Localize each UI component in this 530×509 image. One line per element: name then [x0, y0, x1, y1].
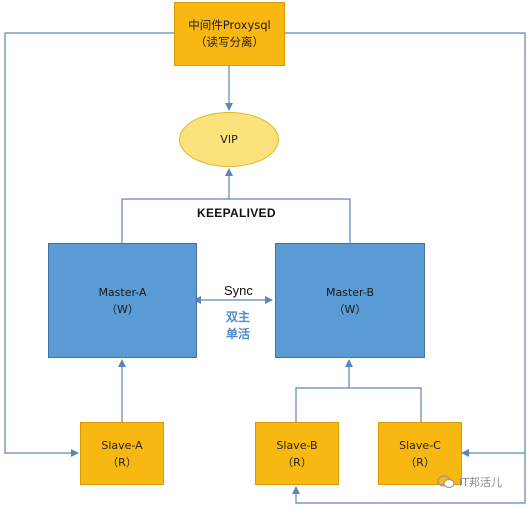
dual-master-label: 双主	[226, 310, 251, 324]
proxysql-subtitle: （读写分离）	[195, 35, 264, 49]
wechat-icon	[437, 475, 455, 489]
proxysql-box: 中间件Proxysql （读写分离）	[174, 2, 285, 66]
master-a-box: Master-A （W）	[48, 243, 197, 358]
vip-node: VIP	[179, 112, 279, 167]
master-b-mode: （W）	[333, 302, 367, 316]
keepalived-connector	[121, 198, 351, 243]
slave-a-box: Slave-A （R）	[80, 422, 164, 485]
slave-b-box: Slave-B （R）	[255, 422, 339, 485]
slave-c-box: Slave-C （R）	[378, 422, 462, 485]
proxysql-to-slave-a-route	[4, 32, 174, 457]
slave-b-title: Slave-B	[276, 438, 318, 452]
proxysql-to-slave-b-route	[292, 453, 526, 504]
watermark-text: IT邦活儿	[459, 476, 502, 489]
master-a-mode: （W）	[106, 302, 139, 316]
proxysql-title: 中间件Proxysql	[188, 18, 271, 32]
master-b-title: Master-B	[326, 285, 374, 299]
master-a-title: Master-A	[98, 285, 147, 299]
slave-c-mode: （R）	[405, 455, 435, 469]
slave-b-mode: （R）	[282, 455, 312, 469]
slave-a-title: Slave-A	[101, 438, 143, 452]
watermark: IT邦活儿	[437, 474, 502, 490]
single-active-label: 单活	[226, 327, 251, 341]
keepalived-label: KEEPALIVED	[197, 206, 276, 220]
proxysql-to-slave-c-route	[285, 32, 526, 457]
vip-label: VIP	[220, 133, 238, 146]
sync-label: Sync	[224, 283, 253, 298]
slave-a-mode: （R）	[107, 455, 137, 469]
slave-c-title: Slave-C	[399, 438, 441, 452]
slaves-bc-connector	[295, 387, 422, 422]
master-b-box: Master-B （W）	[275, 243, 425, 358]
